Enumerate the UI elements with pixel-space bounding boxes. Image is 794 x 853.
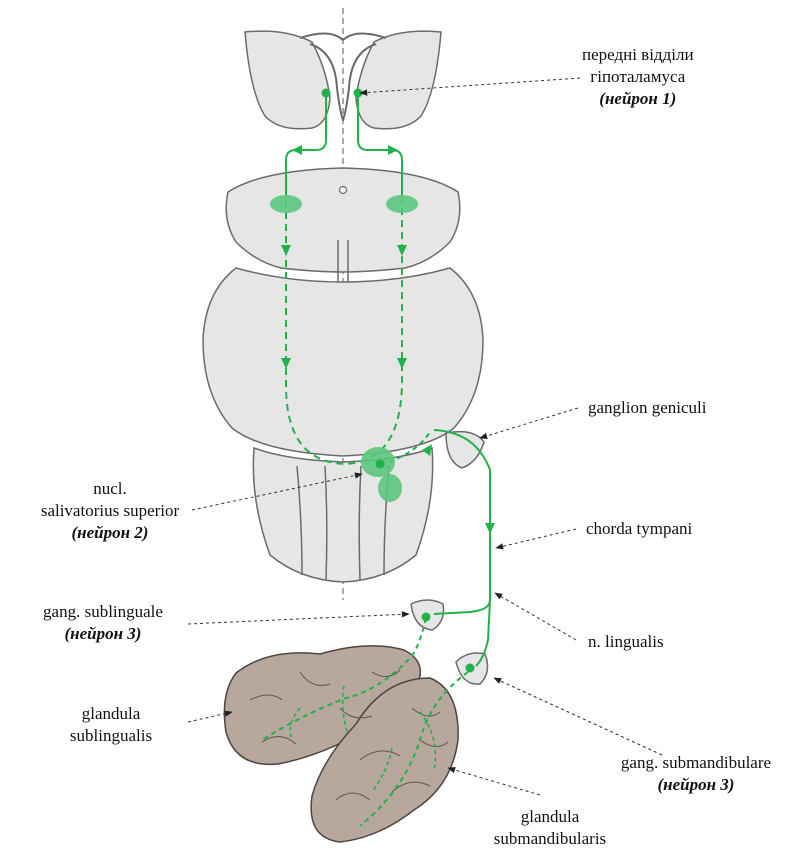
nucleus-label-line2: salivatorius superior — [25, 500, 195, 522]
gang-sublinguale-neuron-label: (нейрон 3) — [14, 623, 192, 645]
hypothalamus-label-line2: гіпоталамуса — [582, 66, 694, 88]
gang-submandibulare-neuron-label: (нейрон 3) — [598, 774, 794, 796]
chorda-tympani-label: chorda tympani — [586, 518, 692, 540]
chorda-tympani-text: chorda tympani — [586, 518, 692, 540]
gang-submandibulare-text: gang. submandibulare — [598, 752, 794, 774]
ganglion-geniculi-label: ganglion geniculi — [588, 397, 707, 419]
glandula-sublingualis-label: glandula sublingualis — [40, 703, 182, 747]
n-lingualis-label: n. lingualis — [588, 631, 664, 653]
nucleus-label: nucl. salivatorius superior (нейрон 2) — [25, 478, 195, 544]
glandula-sublingualis-line1: glandula — [40, 703, 182, 725]
aqueduct — [340, 187, 347, 194]
n-lingualis-text: n. lingualis — [588, 631, 664, 653]
midbrain — [226, 168, 460, 272]
pons — [203, 268, 483, 456]
gang-sublinguale-text: gang. sublinguale — [14, 601, 192, 623]
gang-sublinguale-label: gang. sublinguale (нейрон 3) — [14, 601, 192, 645]
hypothalamus-neuron-label: (нейрон 1) — [582, 88, 694, 110]
medulla — [253, 448, 432, 582]
glandula-sublingualis-line2: sublingualis — [40, 725, 182, 747]
nucleus-label-line1: nucl. — [25, 478, 195, 500]
nucleus-neuron-label: (нейрон 2) — [25, 522, 195, 544]
hypothalamus-label-line1: передні відділи — [582, 44, 694, 66]
ganglion-geniculi-text: ganglion geniculi — [588, 397, 707, 419]
hypothalamus-label: передні відділи гіпоталамуса (нейрон 1) — [582, 44, 694, 110]
glandula-submandibularis-label: glandula submandibularis — [458, 806, 642, 850]
glandula-submandibularis-line1: glandula — [458, 806, 642, 828]
glandula-submandibularis-line2: submandibularis — [458, 828, 642, 850]
gang-submandibulare-label: gang. submandibulare (нейрон 3) — [598, 752, 794, 796]
